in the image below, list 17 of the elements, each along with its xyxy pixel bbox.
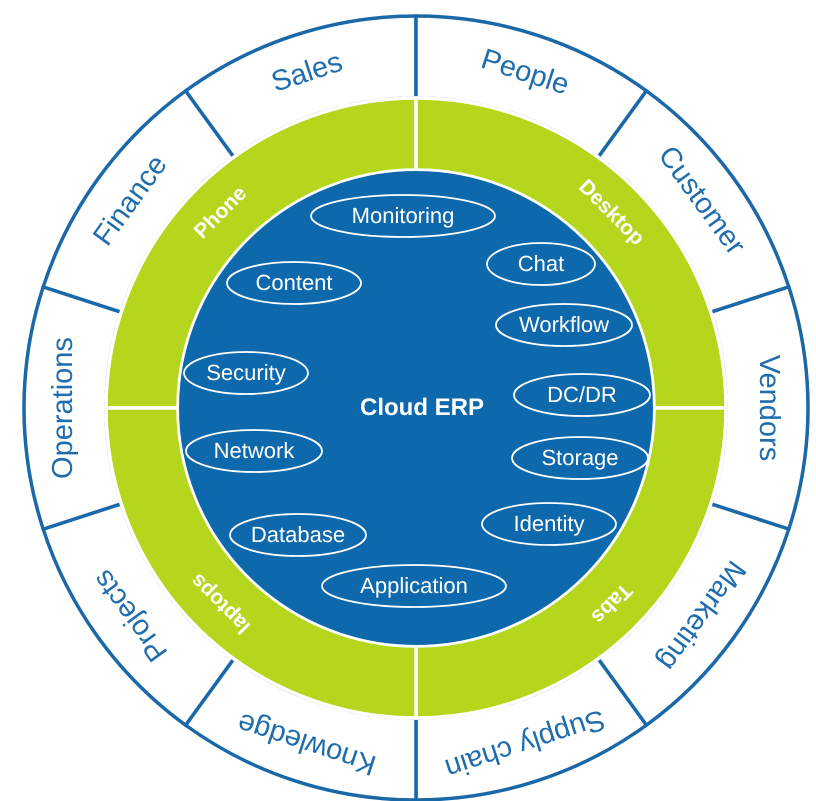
service-label: Identity: [514, 512, 584, 536]
segment-label: Supply chain: [440, 702, 609, 784]
service-label: Network: [214, 438, 294, 464]
segment-label: Sales: [268, 46, 347, 100]
service-label: Storage: [541, 446, 619, 470]
service-label: Monitoring: [352, 204, 454, 228]
segment-label: Vendors: [752, 354, 784, 462]
service-label: Workflow: [518, 312, 610, 338]
segment-label: People: [476, 44, 573, 102]
core-title: Cloud ERP: [360, 394, 484, 422]
service-label: DC/DR: [547, 382, 617, 408]
segment-label: Operations: [48, 337, 80, 479]
service-label: Database: [250, 522, 346, 548]
service-label: Content: [255, 270, 333, 296]
service-label: Application: [360, 574, 468, 598]
service-label: Chat: [518, 252, 564, 276]
service-label: Security: [206, 360, 286, 386]
